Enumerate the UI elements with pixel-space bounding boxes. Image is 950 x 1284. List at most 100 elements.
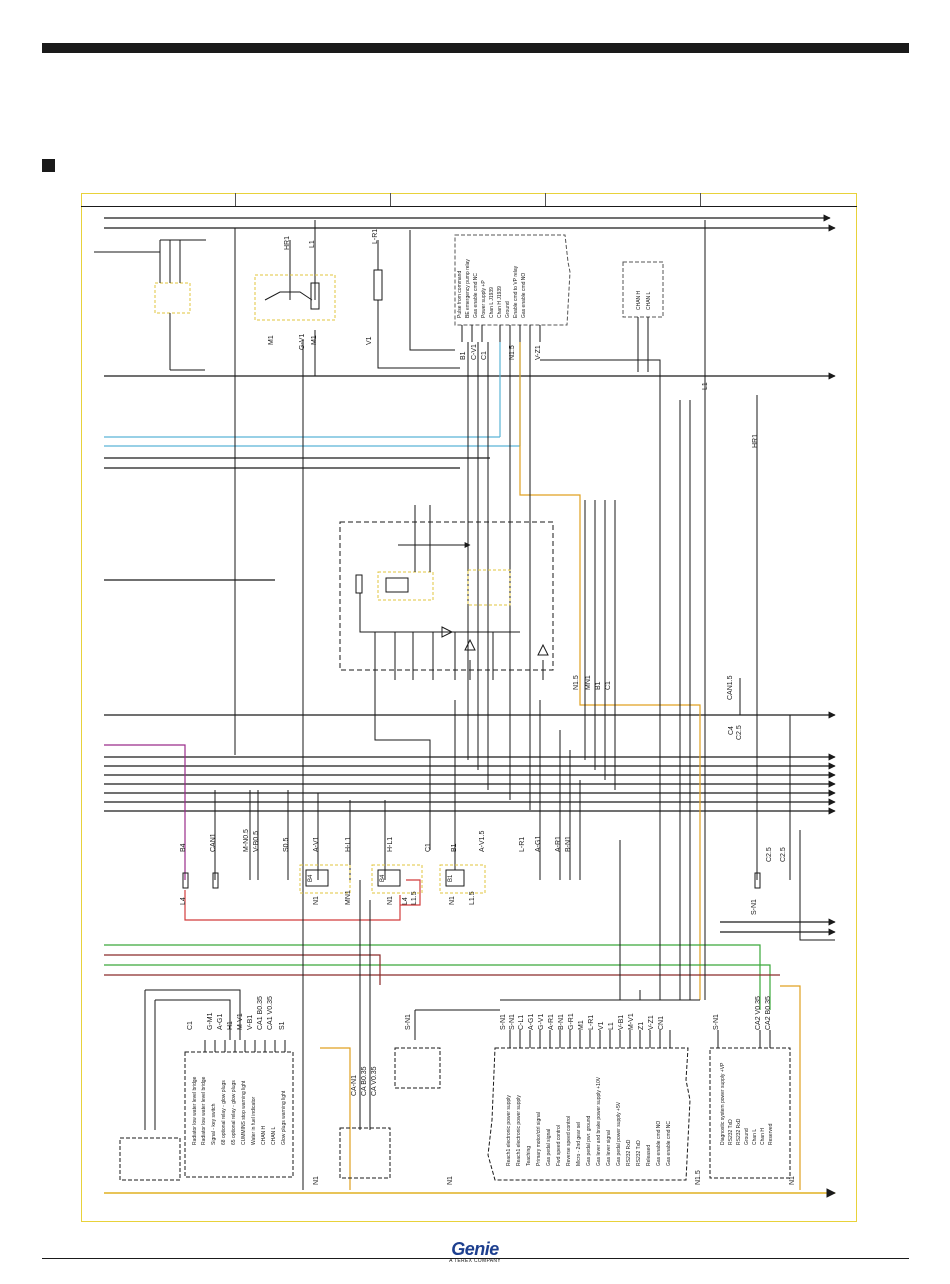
power-module-box xyxy=(339,505,554,680)
wire-label: S-N1 xyxy=(751,899,758,915)
wire-label: L4 xyxy=(180,897,187,905)
wire-label: N1 xyxy=(449,896,456,905)
wire-label: M1 xyxy=(578,1020,585,1030)
pin-label: 65 optional relay - glow plugs xyxy=(231,1080,237,1145)
wire-label: L1 xyxy=(702,382,709,390)
wire-label: N1 xyxy=(313,896,320,905)
wire-label: N1 xyxy=(313,1176,320,1185)
wire-label: C1 xyxy=(425,843,432,852)
wire-label: CA2 B0.35 xyxy=(765,996,772,1030)
pin-label: Reach1 electronic power supply xyxy=(516,1095,522,1166)
wire-label: CAN1.5 xyxy=(727,675,734,700)
pump-interface-box xyxy=(454,234,571,342)
pin-label: Ground xyxy=(505,301,511,318)
wire-label: A-G1 xyxy=(217,1014,224,1030)
pin-label: Gas lever and brake power supply +10V xyxy=(596,1076,602,1166)
wire-label: B4 xyxy=(180,843,187,852)
wire-label: A-G1 xyxy=(528,1014,535,1030)
wire-label: M-V1 xyxy=(628,1013,635,1030)
secondary-bus xyxy=(104,457,490,469)
wire-label: L1 xyxy=(309,240,316,248)
pin-label: Reverse speed control xyxy=(566,1116,572,1166)
wire-label: A-V1.5 xyxy=(479,830,486,852)
wire-label: G-M1 xyxy=(207,1012,214,1030)
pin-label: CHAN L xyxy=(646,291,652,310)
grid-cell xyxy=(236,193,391,206)
pin-label: RS232 RxD xyxy=(626,1139,632,1166)
pin-label: RS232 RxD xyxy=(736,1118,742,1145)
color-wires xyxy=(104,879,780,1010)
wire-label: C1 xyxy=(187,1021,194,1030)
pin-label: CHAN H xyxy=(261,1125,267,1145)
relay-label: B1 xyxy=(448,874,454,882)
brand-logo: Genie A TEREX COMPANY xyxy=(443,1240,507,1264)
pin-label: RS232 TxD xyxy=(636,1140,642,1166)
s-n1-device-box xyxy=(394,1047,441,1089)
pin-label: Chan H xyxy=(760,1128,766,1145)
wire-label: B1 xyxy=(460,351,467,360)
wire-label: V-B1 xyxy=(618,1015,625,1030)
wire-label: V-B0.5 xyxy=(253,831,260,852)
wire-label: H-L1 xyxy=(387,837,394,852)
wire-label: S1 xyxy=(279,1021,286,1030)
pin-label: 68 optional relay - glow plugs xyxy=(221,1080,227,1145)
pin-label: RS232 TxD xyxy=(728,1119,734,1145)
wire-label: L1.5 xyxy=(469,891,476,905)
wire-label: B1 xyxy=(595,681,602,690)
wire-label: L1 xyxy=(608,1022,615,1030)
wire-label: V-Z1 xyxy=(648,1015,655,1030)
wire-label: N1 xyxy=(387,896,394,905)
wire-label: V1 xyxy=(366,336,373,345)
header-bar xyxy=(42,43,909,53)
pin-label: Water in fuel indicator xyxy=(251,1096,257,1145)
pin-label: Released xyxy=(646,1145,652,1166)
wire-label: CN1 xyxy=(658,1016,665,1030)
can-connector-box xyxy=(622,261,664,372)
battery-connector xyxy=(94,239,206,371)
wire-label: C2.5 xyxy=(736,725,743,740)
controller-box xyxy=(487,1030,691,1181)
wire-label: S-N1 xyxy=(405,1014,412,1030)
wire-label: C1 xyxy=(605,681,612,690)
wire-label: A-R1 xyxy=(555,836,562,852)
wire-label: N1 xyxy=(789,1176,796,1185)
pin-label: Gas pedal signal xyxy=(546,1129,552,1166)
wire-label: N1.5 xyxy=(509,345,516,360)
brand-tagline: A TEREX COMPANY xyxy=(449,1258,501,1264)
pin-label: Signal - key switch xyxy=(211,1103,217,1145)
relay-row xyxy=(182,864,761,894)
wire-label: B1 xyxy=(451,843,458,852)
pin-label: Reserved xyxy=(768,1123,774,1145)
wire-label: C1 xyxy=(481,351,488,360)
pin-label: Reach1 electronic power supply xyxy=(506,1095,512,1166)
pin-label: Power supply +P xyxy=(481,280,487,318)
relay-label: B4 xyxy=(308,874,314,882)
wire-label: N1.5 xyxy=(573,675,580,690)
wire-label: CA1 V0.35 xyxy=(267,996,274,1030)
grid-cell xyxy=(391,193,546,206)
wire-label: CA-N1 xyxy=(351,1075,358,1096)
grid-cell xyxy=(546,193,701,206)
wire-label: G-R1 xyxy=(568,1013,575,1030)
wire-label: CA V0.35 xyxy=(371,1066,378,1096)
wire-label: S-N1 xyxy=(713,1014,720,1030)
purple-wire xyxy=(104,744,186,880)
pin-label: Micro - 2nd gear sel xyxy=(576,1122,582,1166)
wire-label: CA2 V0.35 xyxy=(755,996,762,1030)
wire-label: A-R1 xyxy=(548,1014,555,1030)
relay-label: B4 xyxy=(380,874,386,882)
wire-label: HR1 xyxy=(284,236,291,250)
pin-label: Gas enable cmd NC xyxy=(666,1121,672,1166)
can-bus xyxy=(104,342,521,447)
pin-label: Gas enable cmd NO xyxy=(521,273,527,318)
wire-label: C4 xyxy=(728,726,735,735)
left-device-box xyxy=(119,1137,181,1181)
wire-label: G-V1 xyxy=(538,1014,545,1030)
pin-label: CHAN L xyxy=(271,1126,277,1145)
wire-label: G-V1 xyxy=(299,334,306,350)
wire-label: S-N1 xyxy=(509,1014,516,1030)
wire-label: H-L1 xyxy=(345,837,352,852)
wire-label: A-G1 xyxy=(535,836,542,852)
